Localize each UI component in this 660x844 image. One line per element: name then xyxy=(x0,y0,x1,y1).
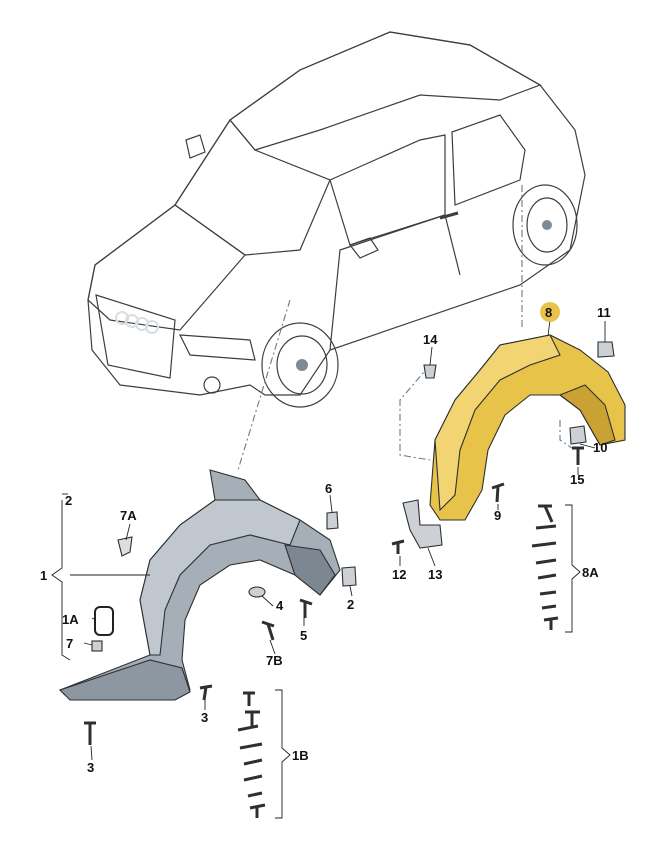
callout-6: 6 xyxy=(325,481,332,496)
callout-1: 1 xyxy=(40,568,47,583)
callout-7b: 7B xyxy=(266,653,283,668)
callout-labels: 2 1 7A 1A 7 6 2 4 5 7B 3 3 1B 8 11 14 10… xyxy=(40,302,611,775)
screw-15 xyxy=(572,446,584,465)
windshield xyxy=(174,118,331,256)
screw-12 xyxy=(391,539,405,554)
callout-5: 5 xyxy=(300,628,307,643)
front-wheel-liner xyxy=(58,469,341,701)
clip-2 xyxy=(341,566,357,587)
car-body xyxy=(87,31,586,396)
screw-3-upper xyxy=(199,684,213,701)
screw-9 xyxy=(491,482,505,503)
nut-7 xyxy=(91,640,103,652)
rear-parts xyxy=(391,341,615,630)
side-window-rear xyxy=(451,114,526,206)
rear-liner-edge xyxy=(558,384,616,446)
door-handle xyxy=(439,211,459,220)
fastener-set-1b xyxy=(237,691,266,818)
side-mirror xyxy=(349,237,379,259)
front-liner-bracket xyxy=(284,544,336,596)
rear-wheel-liner xyxy=(429,334,626,521)
guide-line-rear-right xyxy=(559,420,576,451)
callout-1b: 1B xyxy=(292,748,309,763)
brand-rings xyxy=(115,311,159,334)
callout-11: 11 xyxy=(597,305,611,320)
callout-15: 15 xyxy=(570,472,584,487)
nut-10 xyxy=(569,425,587,445)
callout-9: 9 xyxy=(494,508,501,523)
callout-8-badge xyxy=(540,302,560,322)
washer-4 xyxy=(248,586,266,598)
rear-wheel xyxy=(512,184,578,266)
headlight xyxy=(178,334,256,361)
callout-10: 10 xyxy=(593,440,607,455)
car-roof xyxy=(229,31,542,151)
callout-2-top: 2 xyxy=(65,493,72,508)
callout-14: 14 xyxy=(423,332,438,347)
screw-5 xyxy=(299,598,313,618)
leader-lines xyxy=(51,319,606,819)
callout-8a: 8A xyxy=(582,565,599,580)
front-liner-inner xyxy=(139,499,301,656)
screw-7b xyxy=(261,620,275,641)
clip-7a xyxy=(117,536,133,557)
fog-light xyxy=(203,376,221,394)
callout-2-right: 2 xyxy=(347,597,354,612)
callout-7a: 7A xyxy=(120,508,137,523)
grille xyxy=(95,294,176,379)
clip-11 xyxy=(597,341,615,358)
side-mirror-left xyxy=(185,134,206,159)
callout-12: 12 xyxy=(392,567,406,582)
guide-line-rear-left xyxy=(399,364,431,461)
front-liner-flap xyxy=(58,659,191,701)
callout-13: 13 xyxy=(428,567,442,582)
front-parts xyxy=(84,511,357,818)
door-seam xyxy=(329,214,461,351)
fastener-set-8a xyxy=(531,504,559,630)
callout-3-lower: 3 xyxy=(87,760,94,775)
side-window-front xyxy=(329,134,446,246)
screw-3-lower xyxy=(84,721,96,745)
bracket-13 xyxy=(402,499,443,549)
car-hood xyxy=(87,204,246,331)
callout-7: 7 xyxy=(66,636,73,651)
clip-6 xyxy=(326,511,339,530)
rear-liner-inner xyxy=(434,334,561,512)
callout-8: 8 xyxy=(545,305,552,320)
seal-1a xyxy=(94,606,114,636)
callout-4: 4 xyxy=(276,598,284,613)
car-illustration xyxy=(87,31,586,408)
front-liner-shell xyxy=(59,469,341,701)
clip-14 xyxy=(423,364,437,379)
callout-3-upper: 3 xyxy=(201,710,208,725)
guide-line-front xyxy=(237,299,291,471)
front-wheel xyxy=(261,322,339,408)
callout-1a: 1A xyxy=(62,612,79,627)
